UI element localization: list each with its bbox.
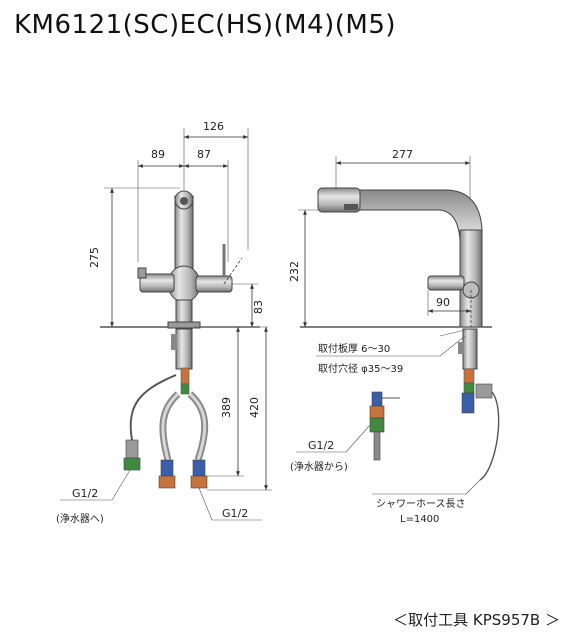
- front-faucet-body: [137, 190, 243, 329]
- dim-277: 277: [392, 148, 413, 161]
- dim-389: 389: [220, 397, 233, 418]
- label-g12-bottom: G1/2: [222, 507, 248, 520]
- dim-83: 83: [252, 300, 265, 314]
- hose-length-value: L=1400: [400, 514, 439, 525]
- dim-126: 126: [203, 120, 224, 133]
- tool-note: ＜取付工具 KPS957B ＞: [393, 611, 560, 629]
- label-from-purifier: (浄水器から): [290, 460, 348, 473]
- plate-thickness-label: 取付板厚 6～30: [318, 342, 390, 355]
- dim-90: 90: [436, 296, 450, 309]
- dim-89: 89: [151, 148, 165, 161]
- side-faucet-body: [317, 187, 483, 328]
- side-view: 277 232 90: [288, 148, 500, 525]
- dim-275: 275: [88, 247, 101, 268]
- side-supply-hoses: [369, 328, 500, 481]
- front-view: 126 89 87 275 83: [56, 120, 272, 525]
- label-g12-left: G1/2: [72, 487, 98, 500]
- hose-length-label: シャワーホース長さ: [376, 498, 466, 510]
- label-to-purifier: (浄水器へ): [56, 512, 104, 525]
- hole-diameter-label: 取付穴径 φ35～39: [318, 362, 403, 375]
- dim-232: 232: [288, 261, 301, 282]
- dim-87: 87: [197, 148, 211, 161]
- front-supply-hoses: [123, 328, 209, 489]
- dim-420: 420: [248, 397, 261, 418]
- label-g12-side: G1/2: [308, 439, 334, 452]
- product-title: KM6121(SC)EC(HS)(M4)(M5): [14, 10, 397, 40]
